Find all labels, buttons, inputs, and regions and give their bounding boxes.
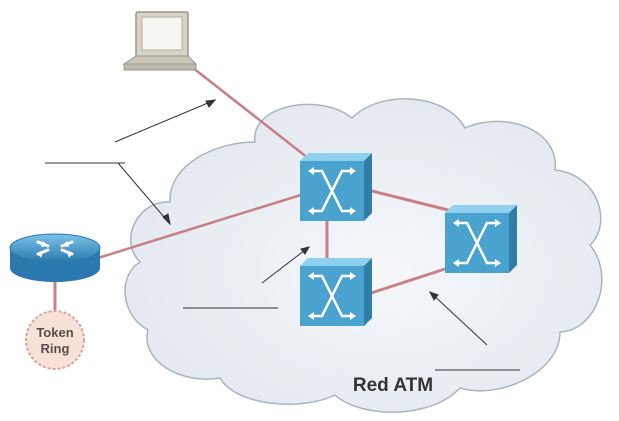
arrow-to-switch-link [261,246,310,284]
arrow-to-pc-link [114,99,216,143]
arrow-to-cloud [117,162,171,225]
link-pc-to-switch1 [186,62,310,160]
arrow-head [205,99,217,108]
link-router-to-switch1 [96,192,306,260]
token-ring-label-line1: Token [36,325,73,340]
workstation-icon [122,11,198,71]
link-switch1-to-switch3 [366,188,450,212]
cloud-label: Red ATM [353,375,433,396]
token-ring-icon: Token Ring [25,310,85,370]
arrow-head [428,291,439,301]
atm-switch-icon [300,153,372,221]
atm-switch-icon [445,205,517,273]
links [53,62,450,320]
arrow-head [162,213,171,226]
annotations [45,99,520,371]
router-icon [9,233,101,282]
link-switch2-to-switch3 [366,266,450,296]
arrow-head [300,246,311,255]
token-ring-label-line2: Ring [41,341,70,356]
arrow-to-lower-link [429,291,488,346]
atm-cloud [124,98,603,413]
atm-switch-icon [300,258,372,326]
